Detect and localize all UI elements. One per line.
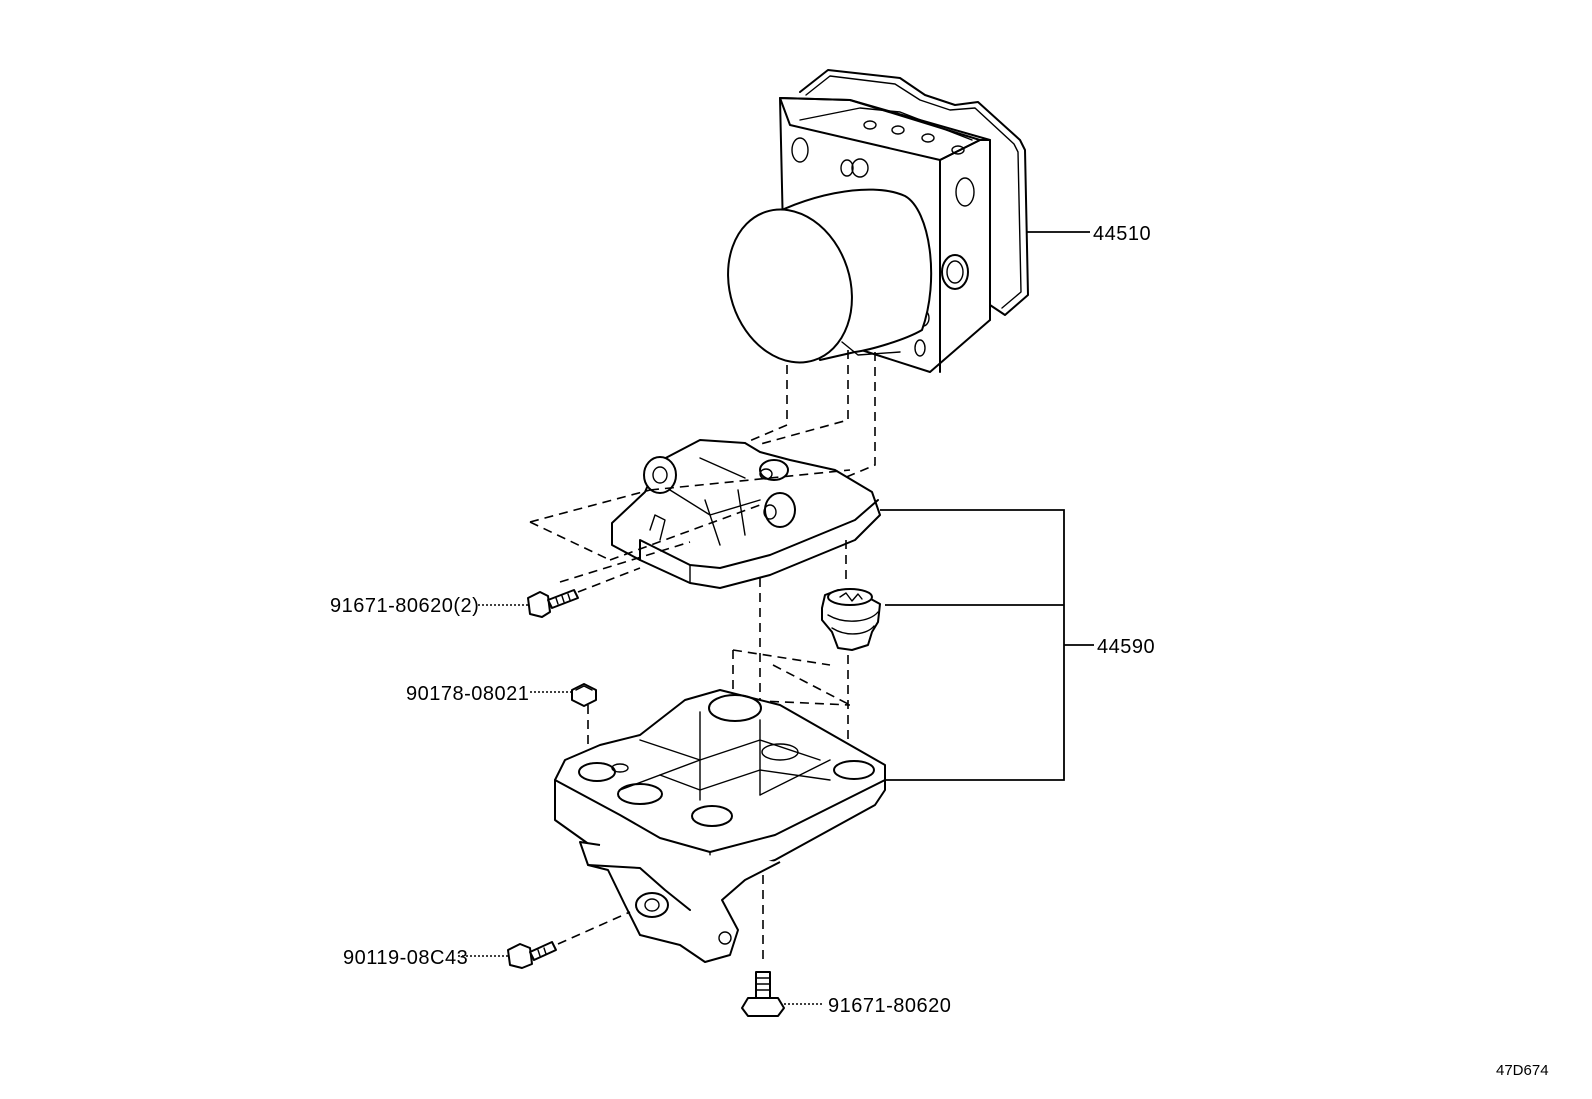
label-bolt-upper: 91671-80620(2) [330,595,479,617]
label-bolt-side: 90119-08C43 [343,947,468,969]
bolt-upper[interactable] [527,589,579,618]
grommet[interactable] [821,588,881,651]
upper-bracket[interactable] [611,439,881,589]
diagram-id: 47D674 [1496,1062,1549,1079]
abs-actuator[interactable] [709,69,1029,379]
alignment-bolt-side [557,911,631,945]
alignment-bolt-upper [577,567,641,593]
label-44510: 44510 [1093,223,1151,245]
nut[interactable] [571,683,597,707]
alignment-lines-bracket [529,469,851,585]
bolt-lower[interactable] [741,971,785,1017]
label-44590: 44590 [1097,636,1155,658]
lower-bracket[interactable] [554,689,886,963]
label-bolt-lower: 91671-80620 [828,995,951,1017]
label-nut: 90178-08021 [406,683,529,705]
bolt-side[interactable] [507,941,557,969]
leader-44590-bracket [880,509,1065,781]
